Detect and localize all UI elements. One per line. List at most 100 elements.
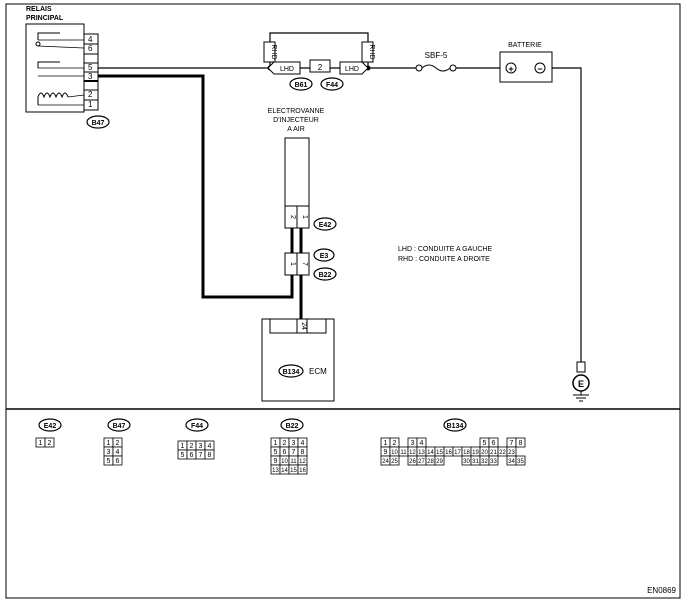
connector-pin-number: 13 <box>418 450 425 456</box>
injector-connector-label: E42 <box>319 222 332 229</box>
connector-pin-number: 2 <box>190 443 194 450</box>
wire-battery-to-ground <box>552 67 582 362</box>
connector-pin-number: 34 <box>508 459 515 465</box>
joint-label-e3: E3 <box>320 253 329 260</box>
connector-pin-number: 3 <box>292 440 296 447</box>
injector-title-line2: D'INJECTEUR <box>273 117 319 124</box>
top-branch <box>263 32 374 75</box>
battery-minus-sign: − <box>537 64 542 74</box>
connector-face-label: E42 <box>44 423 57 430</box>
connector-pin-number: 4 <box>301 440 305 447</box>
connector-pin-number: 12 <box>409 450 416 456</box>
connector-pin-number: 29 <box>436 459 443 465</box>
connector-pin-number: 7 <box>510 440 514 447</box>
main-relay <box>25 23 99 113</box>
connector-pin-number: 27 <box>418 459 425 465</box>
connector-face-badge <box>443 418 467 432</box>
joint-label-b22: B22 <box>319 272 332 279</box>
connector-pin-number: 2 <box>116 440 120 447</box>
connector-face-badge <box>38 418 62 432</box>
connector-pin-number: 15 <box>290 468 297 474</box>
connector-pin-number: 2 <box>393 440 397 447</box>
injector-pin-1: 1 <box>301 215 308 219</box>
connector-pin-number: 17 <box>454 450 461 456</box>
connector-pin-cell <box>434 455 445 466</box>
connector-pin-cell <box>515 455 526 466</box>
connector-pin-number: 3 <box>107 449 111 456</box>
outer-border <box>5 3 681 599</box>
relay-pin-5: 5 <box>88 63 93 72</box>
connector-pin-number: 24 <box>382 459 389 465</box>
fuse-symbol <box>415 64 457 72</box>
injector-title-line1: ELECTROVANNE <box>268 108 325 115</box>
connector-pin-number: 1 <box>384 440 388 447</box>
connector-pin-number: 16 <box>299 468 306 474</box>
connector-pin-number: 1 <box>274 440 278 447</box>
connector-pin-number: 2 <box>283 440 287 447</box>
connector-pin-number: 7 <box>292 449 296 456</box>
connector-pin-number: 4 <box>116 449 120 456</box>
connector-pin-cell <box>204 449 215 460</box>
connector-pin-number: 28 <box>427 459 434 465</box>
connector-pin-number: 13 <box>272 468 279 474</box>
battery-plus-circle <box>505 62 517 74</box>
legend-lhd: LHD : CONDUITE A GAUCHE <box>398 246 492 253</box>
joint-badge-e3 <box>313 248 335 262</box>
relay-connector-badge <box>86 115 110 129</box>
joint-badge-b22 <box>313 267 337 281</box>
relay-pin-6: 6 <box>88 44 93 53</box>
battery-label: BATTERIE <box>508 42 542 49</box>
connector-badge-f44 <box>320 77 344 91</box>
connector-pin-number: 15 <box>436 450 443 456</box>
connector-pin-number: 5 <box>107 458 111 465</box>
connector-pin-number: 23 <box>508 450 515 456</box>
connector-pin-number: 1 <box>107 440 111 447</box>
connector-pin-number: 10 <box>281 459 288 465</box>
connector-pin-number: 8 <box>208 452 212 459</box>
connector-pin-number: 32 <box>481 459 488 465</box>
relay-pin-1: 1 <box>88 100 93 109</box>
connector-pin-number: 31 <box>472 459 479 465</box>
connector-pin-number: 8 <box>301 449 305 456</box>
connector-pin-number: 6 <box>116 458 120 465</box>
connector-pin-number: 4 <box>208 443 212 450</box>
ground-connector <box>576 361 586 373</box>
connector-pin-cell <box>488 455 499 466</box>
connector-pin-cell <box>389 455 400 466</box>
connector-face-label: F44 <box>191 423 203 430</box>
connector-pin-cell <box>44 437 55 448</box>
connector-pin-cell <box>112 455 123 466</box>
relay-connector-label: B47 <box>92 120 105 127</box>
connector-pin-number: 9 <box>274 458 278 465</box>
relay-pin-3: 3 <box>88 72 93 81</box>
injector-body <box>284 137 310 207</box>
connector-pin-number: 11 <box>290 459 297 465</box>
connector-pin-number: 2 <box>48 440 52 447</box>
connector-pin-number: 1 <box>39 440 43 447</box>
injector-title-line3: A AIR <box>287 126 305 133</box>
connector-label-b61: B61 <box>295 82 308 89</box>
connector-face-badge <box>107 418 131 432</box>
injector-pin-2: 2 <box>289 215 296 219</box>
connector-pin-number: 9 <box>384 449 388 456</box>
connector-pin-number: 18 <box>463 450 470 456</box>
connector-pin-number: 1 <box>181 443 185 450</box>
connector-pin-number: 30 <box>463 459 470 465</box>
connector-pin-number: 5 <box>181 452 185 459</box>
connector-pin-number: 33 <box>490 459 497 465</box>
ground-symbol <box>573 391 589 402</box>
connector-pin-cell <box>297 464 308 475</box>
connector-pin-number: 20 <box>481 450 488 456</box>
connector-face-label: B47 <box>113 423 126 430</box>
wire-pin3-to-joint <box>98 74 294 299</box>
ecm-connector <box>269 318 327 334</box>
lhd-label-left: LHD <box>280 66 294 73</box>
relay-title-line1: RELAIS <box>26 6 52 13</box>
